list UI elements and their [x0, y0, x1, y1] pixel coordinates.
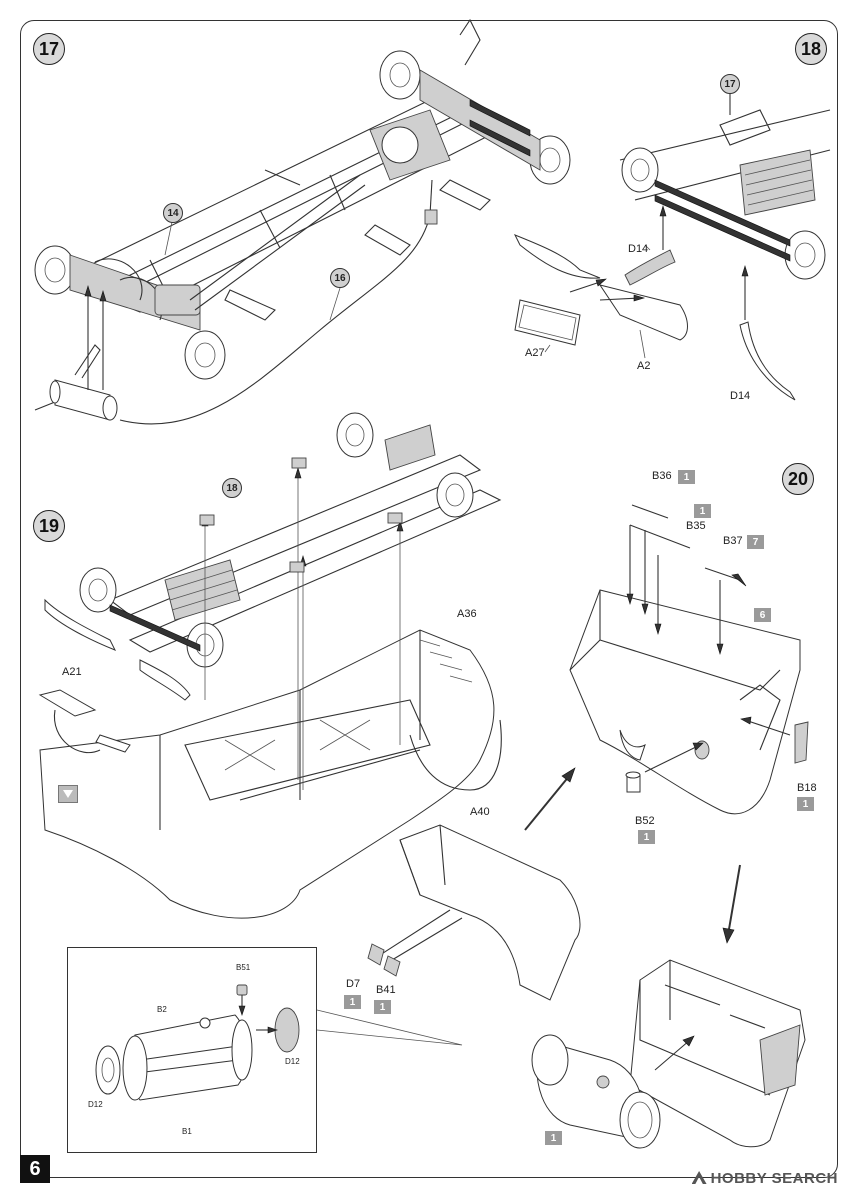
step-number-20: 20	[782, 463, 814, 495]
page-frame	[20, 20, 838, 1178]
detail-tank-drawing	[95, 984, 300, 1101]
callout-16: 16	[330, 268, 350, 288]
part-label-d12-left: D12	[88, 1100, 103, 1109]
sprue-badge-tank: 1	[545, 1131, 562, 1145]
sprue-badge-b36: 1	[678, 470, 695, 484]
detail-inset-box	[67, 947, 317, 1153]
part-label-d12-right: D12	[285, 1057, 300, 1066]
part-label-b1: B1	[182, 1127, 192, 1136]
part-label-b2: B2	[157, 1005, 167, 1014]
sprue-badge-b41: 1	[374, 1000, 391, 1014]
part-label-b18: B18	[797, 782, 817, 794]
detail-pointer	[316, 1009, 463, 1046]
hobby-search-logo-icon	[691, 1171, 707, 1184]
part-label-a36: A36	[457, 608, 477, 620]
part-label-d14-bottom: D14	[730, 390, 751, 402]
part-label-b41: B41	[376, 984, 396, 996]
part-label-d14-top: D14	[628, 243, 649, 255]
part-label-b52: B52	[635, 815, 655, 827]
step18-bumper-drawing	[513, 90, 831, 401]
watermark-text: HOBBY SEARCH	[710, 1170, 838, 1187]
a40-fender-drawing	[367, 824, 581, 1001]
sprue-badge-d7: 1	[344, 995, 361, 1009]
step19-body-drawing	[38, 412, 502, 919]
part-label-d7: D7	[346, 978, 361, 990]
step-number-19: 19	[33, 510, 65, 542]
step-number-18: 18	[795, 33, 827, 65]
callout-14: 14	[163, 203, 183, 223]
step17-chassis-drawing	[34, 18, 571, 425]
sprue-badge-b18: 1	[797, 797, 814, 811]
callout-18: 18	[222, 478, 242, 498]
watermark: HOBBY SEARCH	[691, 1170, 838, 1187]
sprue-badge-b52: 1	[638, 830, 655, 844]
part-label-b37: B37	[723, 535, 743, 547]
final-tank-drawing	[531, 959, 806, 1149]
part-label-b51: B51	[236, 963, 251, 972]
step20-tank-drawing	[524, 504, 809, 944]
part-label-a27: A27	[525, 347, 545, 359]
part-label-a21: A21	[62, 666, 82, 678]
part-label-a40: A40	[470, 806, 490, 818]
part-label-a2: A2	[637, 360, 651, 372]
sprue-badge-b37: 7	[747, 535, 764, 549]
part-label-b35: B35	[686, 520, 706, 532]
step-number-17: 17	[33, 33, 65, 65]
sprue-badge-paint: 6	[754, 608, 771, 622]
sprue-badge-b35: 1	[694, 504, 711, 518]
callout-17: 17	[720, 74, 740, 94]
part-label-b36: B36	[652, 470, 672, 482]
page-number: 6	[20, 1155, 50, 1183]
glue-icon	[58, 785, 78, 803]
